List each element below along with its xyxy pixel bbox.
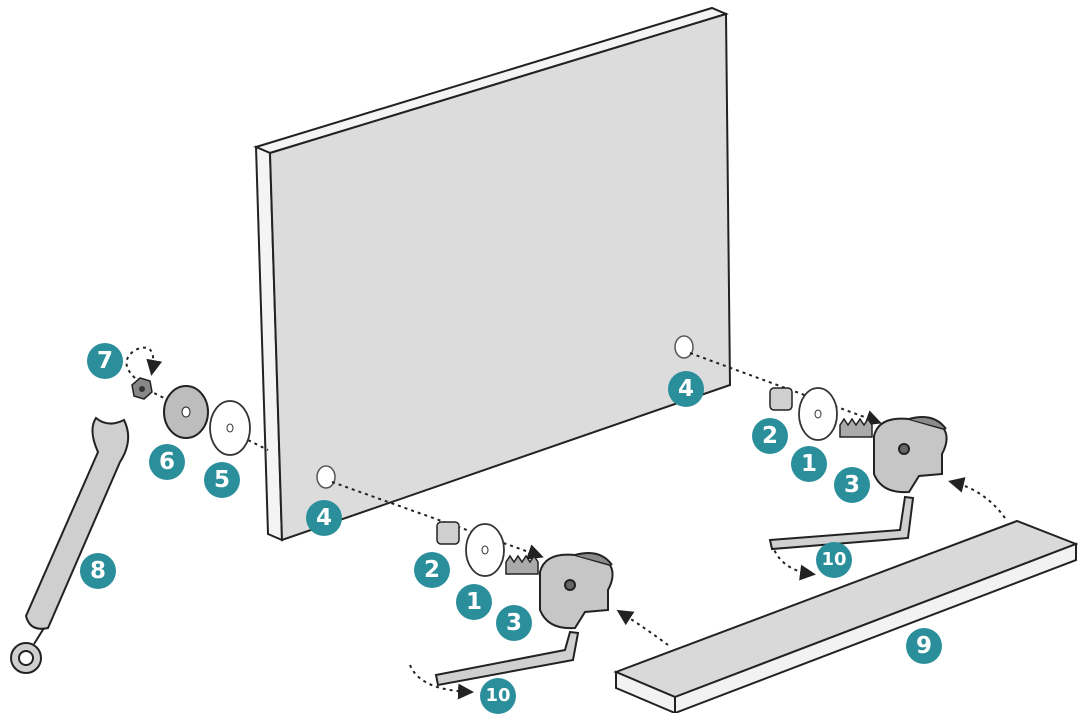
callout-1-left: 1: [456, 584, 492, 620]
callout-3-right: 3: [834, 467, 870, 503]
screw-left: [506, 556, 538, 574]
callout-4-right: 4: [668, 371, 704, 407]
callout-2-left: 2: [414, 552, 450, 588]
callout-4-left: 4: [306, 500, 342, 536]
wrench: [11, 418, 128, 673]
clamp-left: [540, 553, 613, 628]
clamp-right: [874, 417, 947, 492]
glass-panel: [256, 8, 730, 540]
clear-washer: [210, 401, 250, 455]
hex-key-right: [770, 497, 913, 549]
callout-1-right: 1: [791, 446, 827, 482]
washer-right: [799, 388, 837, 440]
callout-5: 5: [204, 462, 240, 498]
screw-right: [840, 419, 872, 437]
panel-hole-right: [675, 336, 693, 358]
callout-3-left: 3: [496, 605, 532, 641]
nut: [132, 378, 152, 399]
spacer-right: [770, 388, 792, 410]
washer-left: [466, 524, 504, 576]
callout-7: 7: [87, 343, 123, 379]
callout-8: 8: [80, 553, 116, 589]
callout-2-right: 2: [752, 418, 788, 454]
panel-hole-left: [317, 466, 335, 488]
callout-9: 9: [906, 628, 942, 664]
callout-10-right: 10: [816, 542, 852, 578]
metal-washer: [164, 386, 208, 438]
spacer-left: [437, 522, 459, 544]
callout-10-left: 10: [480, 678, 516, 714]
callout-6: 6: [149, 444, 185, 480]
